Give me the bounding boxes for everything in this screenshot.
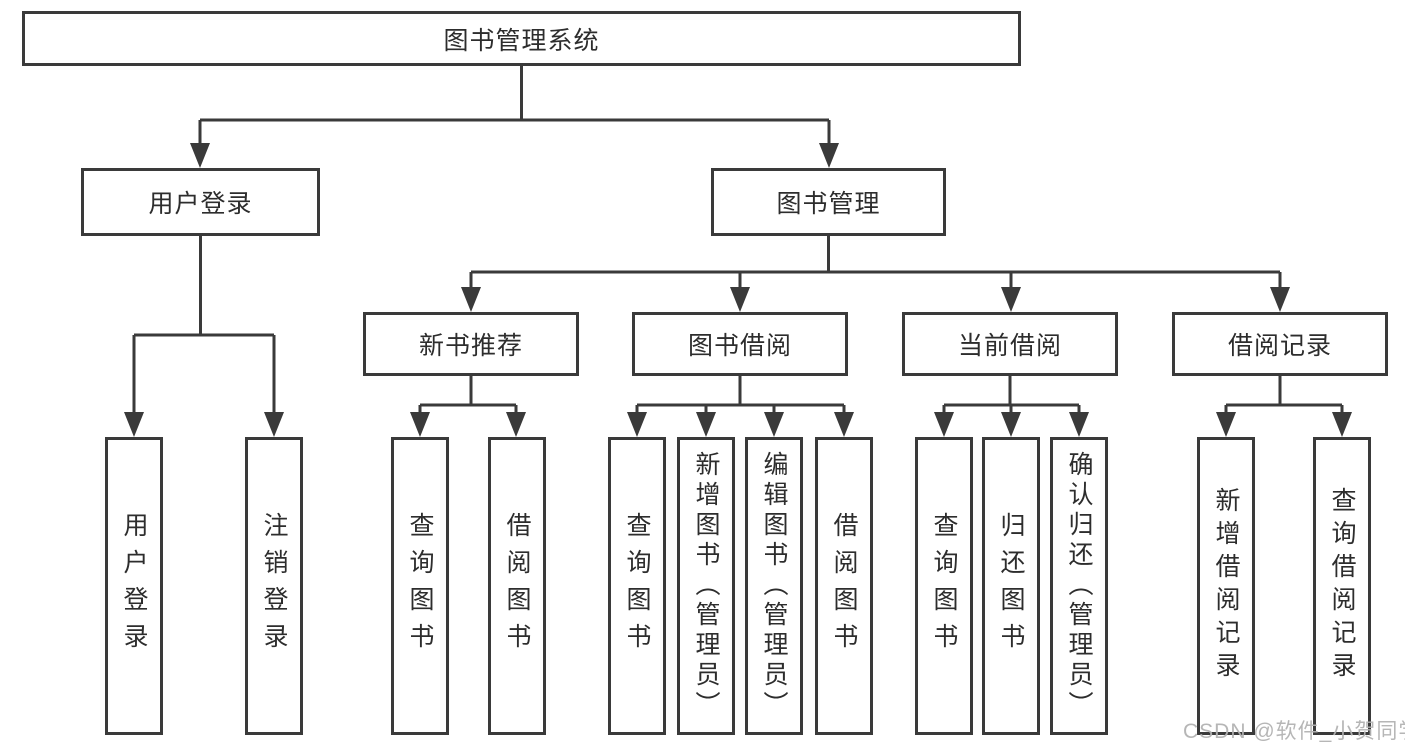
leaf-edit-book-admin: 编辑图书（管理员） xyxy=(745,437,803,735)
arrowhead xyxy=(1001,287,1021,312)
leaf-return-book: 归还图书 xyxy=(982,437,1040,735)
connector-lines xyxy=(469,236,1282,288)
arrowhead xyxy=(190,143,210,168)
leaf-add-borrow-record: 新增借阅记录 xyxy=(1197,437,1255,735)
arrowhead xyxy=(730,287,750,312)
leaf-add-book-admin: 新增图书（管理员） xyxy=(677,437,735,735)
node-book-borrow: 图书借阅 xyxy=(632,312,848,376)
arrowhead xyxy=(764,412,784,437)
connector-lines xyxy=(198,66,831,144)
node-library-management-system: 图书管理系统 xyxy=(22,11,1021,66)
arrowhead xyxy=(627,412,647,437)
leaf-query-books-current: 查询图书 xyxy=(915,437,973,735)
connector-lines xyxy=(1224,376,1344,412)
leaf-confirm-return-admin: 确认归还（管理员） xyxy=(1050,437,1108,735)
arrowhead xyxy=(834,412,854,437)
leaf-user-login: 用户登录 xyxy=(105,437,163,735)
node-user-login: 用户登录 xyxy=(81,168,320,236)
leaf-query-books-borrow: 查询图书 xyxy=(608,437,666,735)
connector-lines xyxy=(635,376,846,412)
arrowhead xyxy=(696,412,716,437)
node-borrow-records: 借阅记录 xyxy=(1172,312,1388,376)
leaf-query-books-recommend: 查询图书 xyxy=(391,437,449,735)
arrowhead xyxy=(819,143,839,168)
connector-lines xyxy=(418,376,518,412)
arrowhead xyxy=(1270,287,1290,312)
arrowhead xyxy=(506,412,526,437)
node-new-book-recommend: 新书推荐 xyxy=(363,312,579,376)
arrowhead xyxy=(1069,412,1089,437)
connector-lines xyxy=(942,376,1081,412)
leaf-logout: 注销登录 xyxy=(245,437,303,735)
arrowhead xyxy=(934,412,954,437)
node-book-management: 图书管理 xyxy=(711,168,946,236)
arrowhead xyxy=(1332,412,1352,437)
connector-lines xyxy=(132,236,276,412)
arrowhead xyxy=(264,412,284,437)
leaf-borrow-books: 借阅图书 xyxy=(815,437,873,735)
arrowhead xyxy=(1216,412,1236,437)
leaf-borrow-books-recommend: 借阅图书 xyxy=(488,437,546,735)
node-current-borrow: 当前借阅 xyxy=(902,312,1118,376)
arrowhead xyxy=(1001,412,1021,437)
arrowhead xyxy=(461,287,481,312)
arrowhead xyxy=(410,412,430,437)
leaf-query-borrow-record: 查询借阅记录 xyxy=(1313,437,1371,735)
watermark: CSDN @软件_小贺同学 xyxy=(1183,720,1405,743)
arrowhead xyxy=(124,412,144,437)
